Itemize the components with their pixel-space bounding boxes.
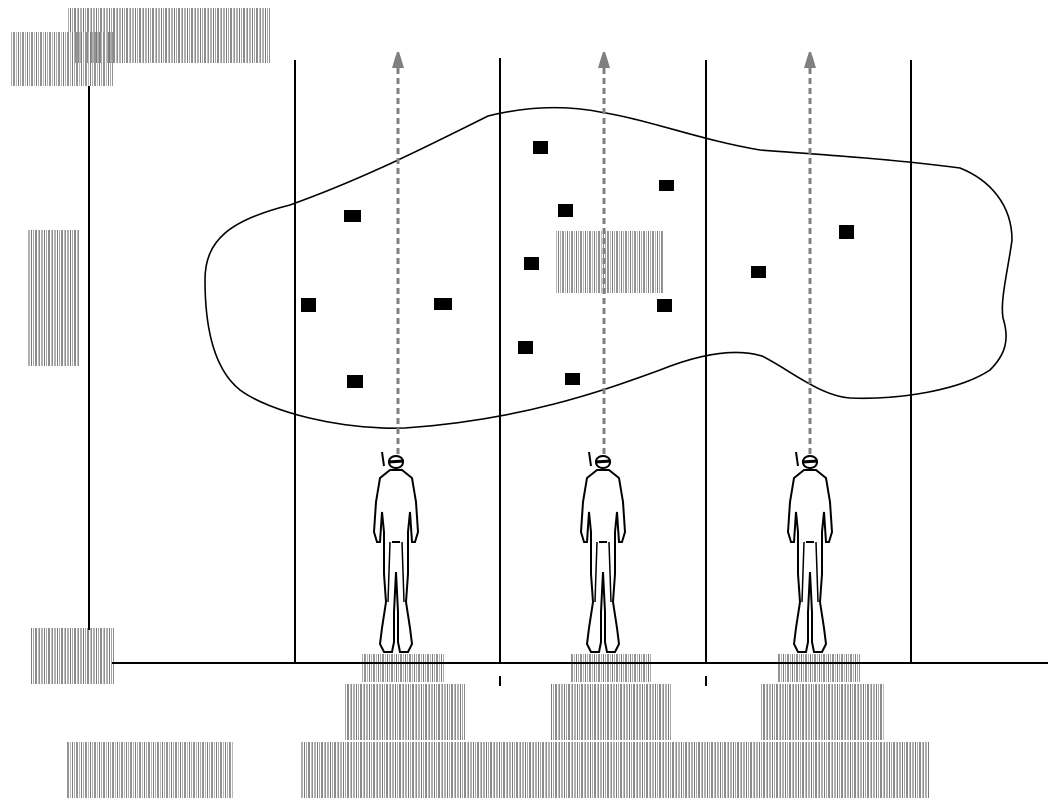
emitter-cone: [598, 52, 610, 68]
particle: [657, 299, 672, 312]
cone-emitter-icon: [598, 52, 610, 458]
emitter-cone: [392, 52, 404, 68]
particle: [533, 141, 548, 154]
emitters: [392, 52, 816, 458]
obscured-cloud-label: [555, 231, 663, 293]
obscured-observer-sublabel-2: [551, 684, 671, 740]
standing-person-icon: [579, 450, 627, 654]
obscured-title-label-2: [10, 32, 113, 86]
cloud-region: [204, 106, 1013, 429]
particle: [347, 375, 363, 388]
cone-emitter-icon: [392, 52, 404, 458]
particle: [659, 180, 674, 191]
obscured-caption-main: [300, 742, 930, 798]
particle: [344, 210, 361, 222]
obscured-caption-left: [66, 742, 234, 798]
particle: [558, 204, 573, 217]
obscured-ground-label: [30, 628, 114, 684]
particle: [839, 225, 854, 239]
obscured-observer-sublabel-1: [345, 684, 465, 740]
obscured-observer-sublabel-3: [760, 684, 884, 740]
obscured-axis-label: [27, 230, 79, 366]
obscured-observer-label-3: [778, 654, 860, 682]
standing-person-icon: [372, 450, 420, 654]
obscured-observer-label-2: [570, 654, 652, 682]
observers: [372, 450, 834, 654]
obscured-labels: [10, 8, 930, 798]
emitter-cone: [804, 52, 816, 68]
particle: [301, 298, 316, 312]
particle: [524, 257, 539, 270]
frame: [88, 86, 1048, 686]
particle: [434, 298, 452, 310]
particle: [751, 266, 766, 278]
particle: [565, 373, 580, 385]
particle: [518, 341, 533, 354]
standing-person-icon: [786, 450, 834, 654]
lane-dividers: [294, 58, 912, 663]
particles: [301, 141, 854, 388]
cone-emitter-icon: [804, 52, 816, 458]
obscured-observer-label-1: [362, 654, 444, 682]
